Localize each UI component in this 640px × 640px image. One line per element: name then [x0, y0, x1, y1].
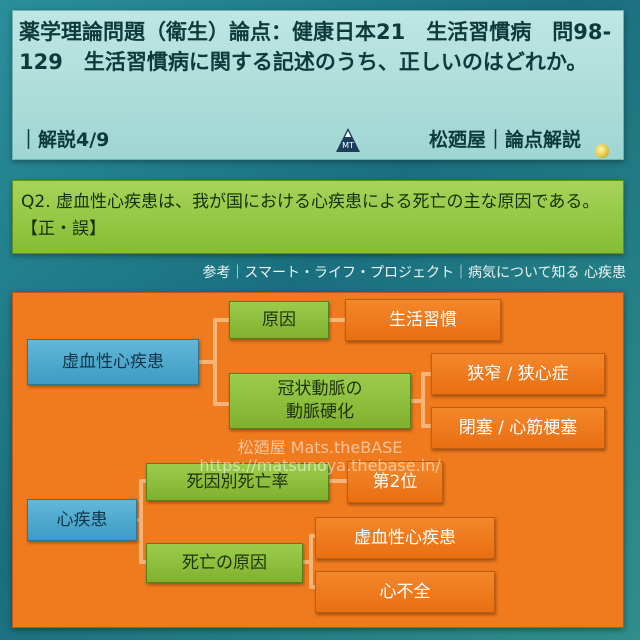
header-panel: 薬学理論問題（衛生）論点：健康日本21 生活習慣病 問98-129 生活習慣病に… [12, 10, 624, 160]
node-ischemic-heart-disease: 虚血性心疾患 [27, 339, 199, 385]
node-cause-of-death: 死亡の原因 [146, 543, 303, 583]
logo-icon: MT [336, 128, 360, 152]
node-heart-disease: 心疾患 [27, 499, 137, 541]
coin-icon [595, 144, 609, 158]
page-title: 薬学理論問題（衛生）論点：健康日本21 生活習慣病 問98-129 生活習慣病に… [19, 20, 612, 74]
connector-top-root [199, 318, 229, 406]
diagram-panel: 虚血性心疾患 原因 生活習慣 冠状動脈の 動脈硬化 狭窄 / 狭心症 閉塞 / … [12, 292, 624, 628]
node-occlusion-infarction: 閉塞 / 心筋梗塞 [431, 407, 605, 449]
page-subtitle: ｜解説4/9 [19, 129, 110, 151]
connector-bottom-cause [303, 534, 315, 589]
node-cause: 原因 [229, 301, 329, 339]
node-lifestyle: 生活習慣 [345, 299, 501, 341]
logo-text: MT [342, 141, 354, 150]
node-mortality-rank: 死因別死亡率 [146, 463, 329, 501]
question-text: Q2. 虚血性心疾患は、我が国における心疾患による死亡の主な原因である。【正・誤… [21, 192, 600, 239]
node-rank-second: 第2位 [347, 461, 443, 503]
node-stenosis-angina: 狭窄 / 狭心症 [431, 353, 605, 395]
watermark-url: https://matsunoya.thebase.in/ [199, 456, 441, 475]
node-coronary-atherosclerosis: 冠状動脈の 動脈硬化 [229, 373, 411, 429]
brand-label: 松廼屋｜論点解説 [428, 129, 581, 151]
node-heart-failure: 心不全 [315, 571, 495, 613]
connector-bottom-root [137, 479, 146, 564]
connector-lines [137, 318, 431, 589]
watermark-name: 松廼屋 Mats.theBASE [237, 438, 403, 457]
reference-link[interactable]: 参考｜スマート・ライフ・プロジェクト｜病気について知る 心疾患 [202, 265, 626, 281]
connector-top-atherosclerosis [411, 372, 431, 428]
node-ischemic-death-cause: 虚血性心疾患 [315, 517, 495, 559]
question-box: Q2. 虚血性心疾患は、我が国における心疾患による死亡の主な原因である。【正・誤… [12, 180, 624, 254]
